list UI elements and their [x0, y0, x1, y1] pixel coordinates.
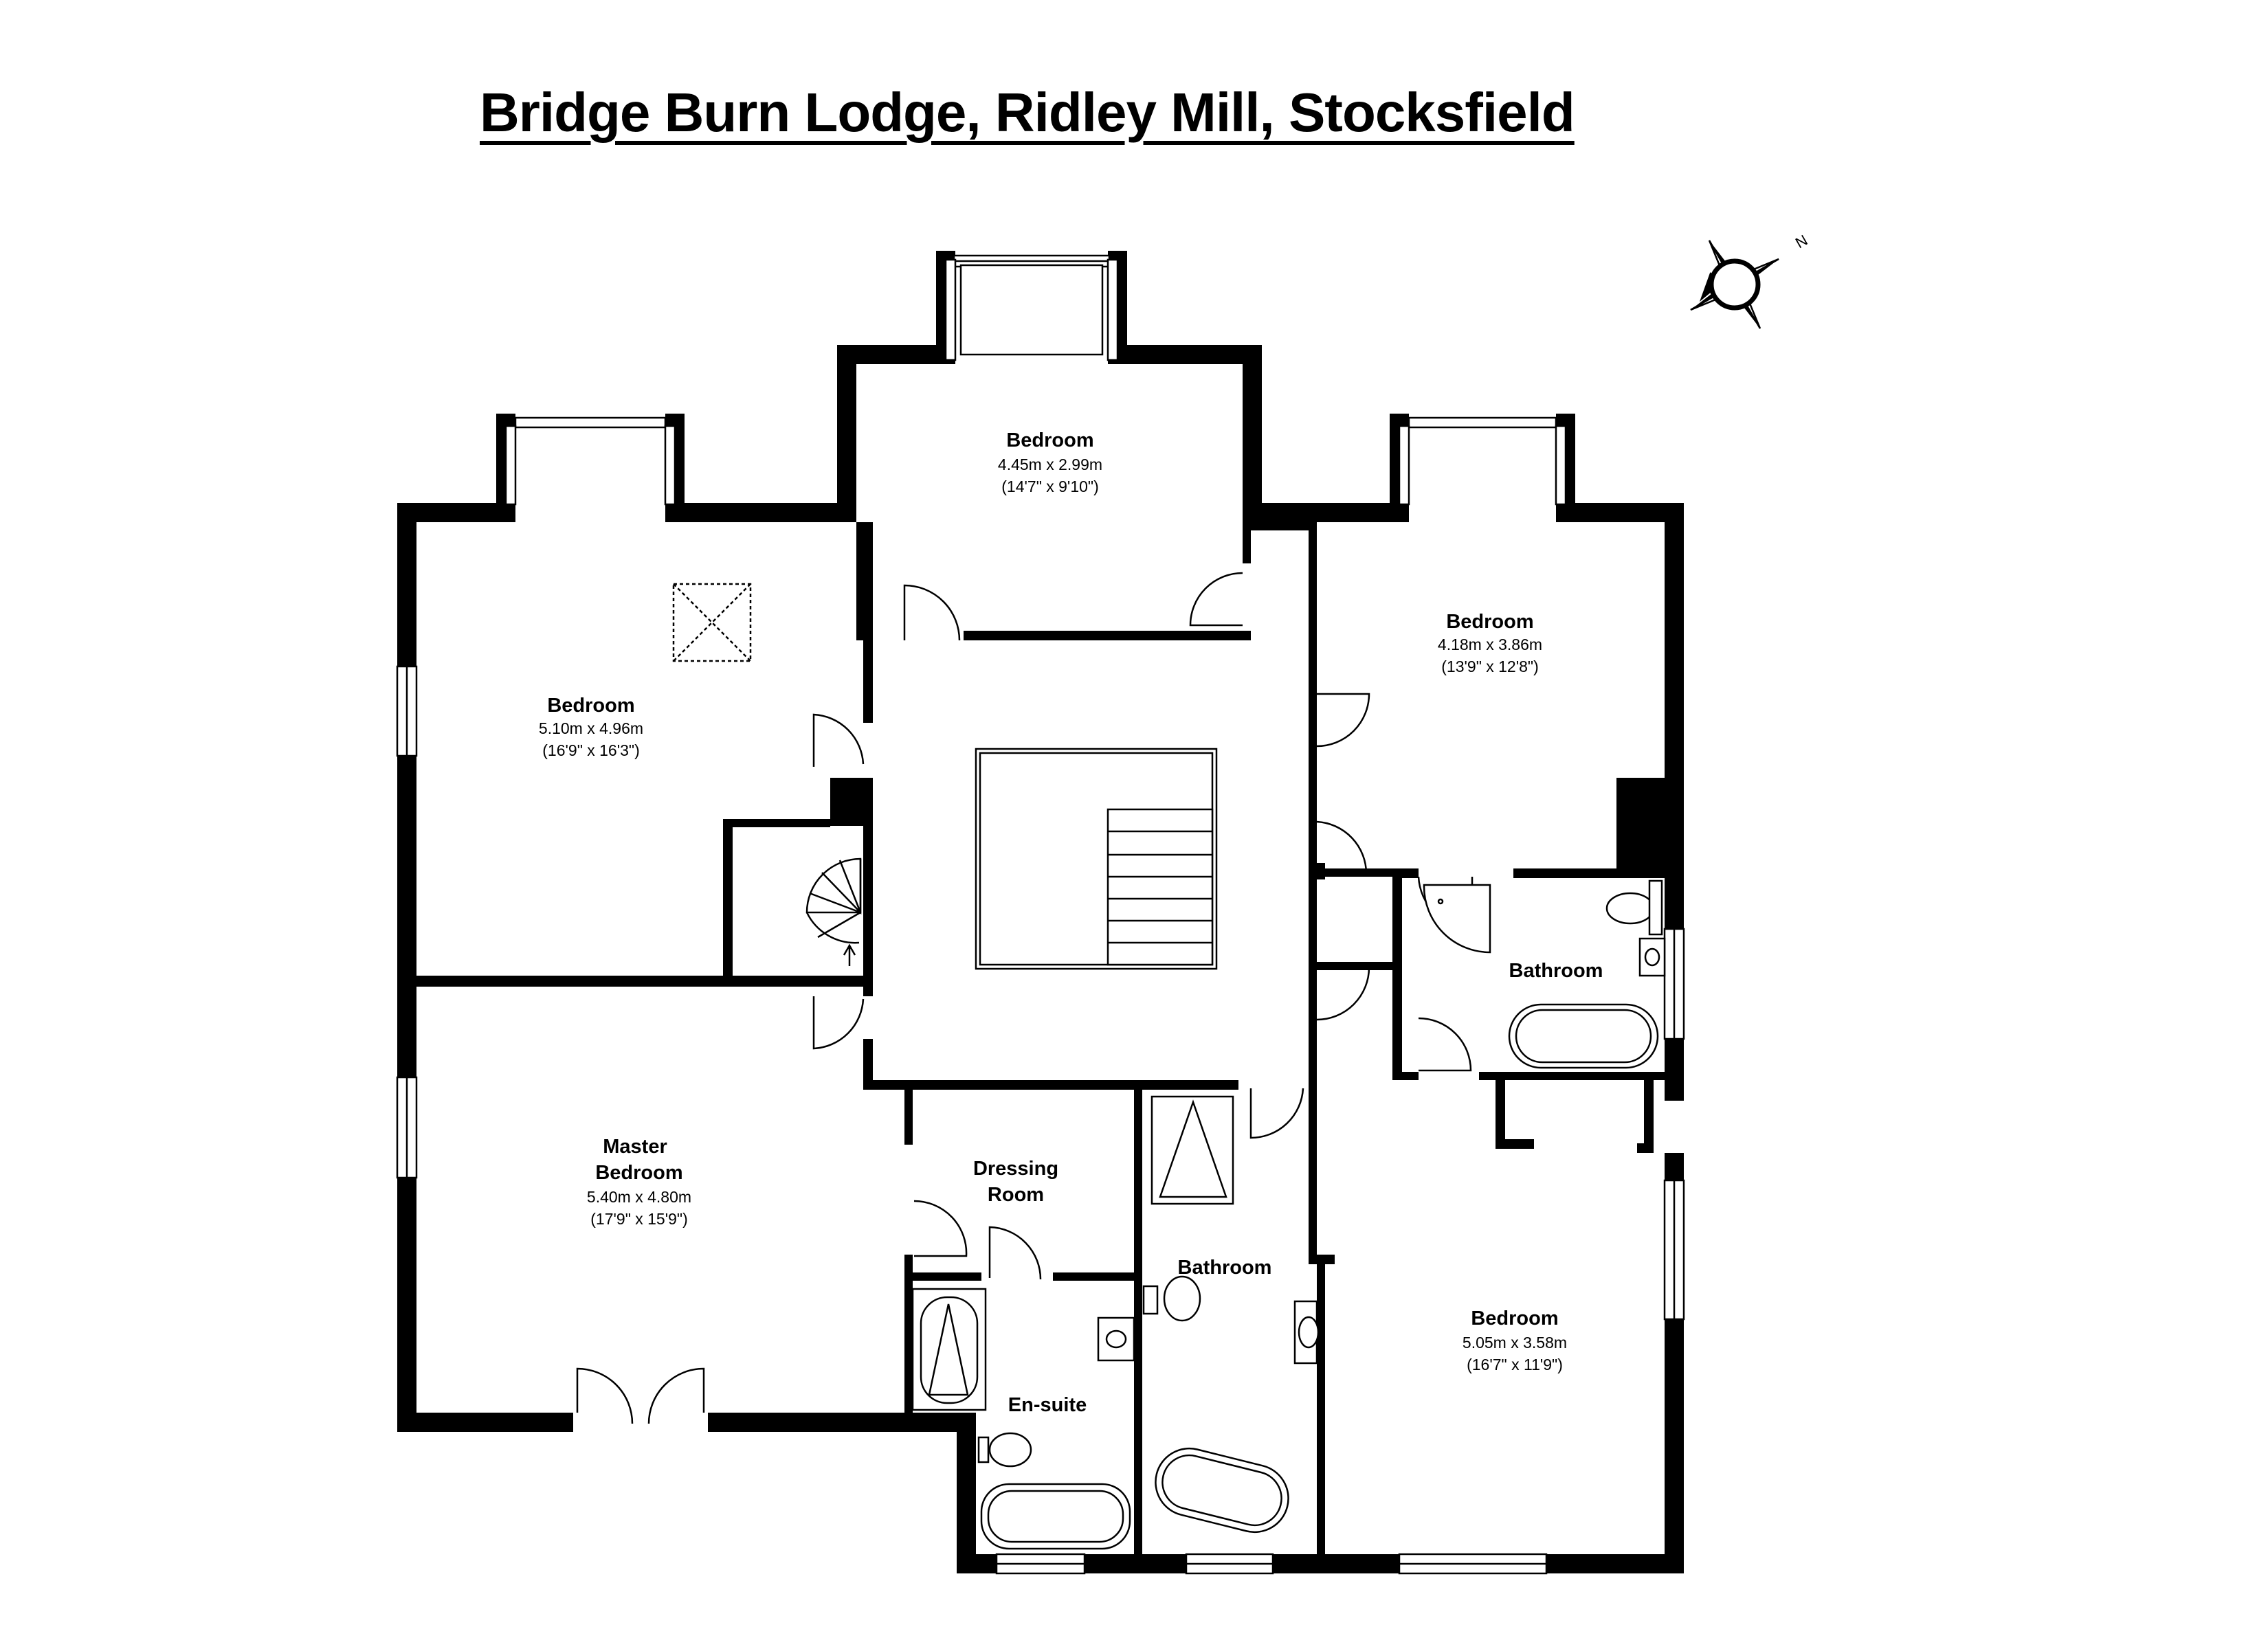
- room-bedroom-west: Bedroom 5.10m x 4.96m (16'9" x 16'3"): [539, 695, 643, 759]
- room-bedroom-north: Bedroom 4.45m x 2.99m (14'7" x 9'10"): [998, 429, 1102, 495]
- toilet-icon: [1163, 1275, 1201, 1322]
- room-name: Bedroom: [1471, 1308, 1558, 1330]
- room-dimensions-imperial: (17'9" x 15'9"): [590, 1210, 687, 1228]
- room-dimensions-imperial: (16'9" x 16'3"): [542, 741, 639, 759]
- room-name-line2: Room: [988, 1184, 1044, 1206]
- room-dimensions-imperial: (14'7" x 9'10"): [1001, 478, 1098, 495]
- room-name: Bathroom: [1178, 1257, 1272, 1279]
- bathroom-east-fixtures: [1423, 879, 1666, 1069]
- en-suite-fixtures: [911, 1288, 1135, 1550]
- room-bathroom-east: Bathroom: [1509, 960, 1603, 982]
- room-master-bedroom: Master Bedroom 5.40m x 4.80m (17'9" x 15…: [587, 1136, 691, 1228]
- room-dressing-room: Dressing Room: [973, 1158, 1058, 1206]
- plan-title: Bridge Burn Lodge, Ridley Mill, Stocksfi…: [480, 82, 1575, 143]
- toilet-icon: [988, 1432, 1032, 1468]
- room-dimensions-imperial: (13'9" x 12'8"): [1441, 658, 1538, 675]
- main-staircase: [975, 748, 1218, 970]
- room-dimensions-metric: 5.10m x 4.96m: [539, 719, 643, 737]
- compass-rose: N: [1690, 232, 1810, 329]
- room-name: Bedroom: [1006, 429, 1093, 451]
- windows: [396, 254, 1685, 1575]
- room-name-line2: Bedroom: [595, 1162, 682, 1184]
- room-dimensions-imperial: (16'7" x 11'9"): [1467, 1356, 1563, 1373]
- doors: [576, 572, 1474, 1424]
- exterior-walls: [397, 251, 1684, 1573]
- skylight: [672, 583, 752, 662]
- spiral-staircase: [805, 857, 862, 966]
- room-name: Bedroom: [547, 695, 634, 717]
- room-dimensions-metric: 4.18m x 3.86m: [1438, 636, 1542, 653]
- room-name: En-suite: [1008, 1394, 1087, 1416]
- interior-walls: [416, 522, 1666, 1561]
- toilet-icon: [1605, 892, 1655, 925]
- room-dimensions-metric: 5.40m x 4.80m: [587, 1188, 691, 1206]
- room-bathroom-south: Bathroom: [1178, 1257, 1272, 1279]
- room-dimensions-metric: 4.45m x 2.99m: [998, 456, 1102, 473]
- room-dimensions-metric: 5.05m x 3.58m: [1463, 1334, 1567, 1351]
- room-name-line1: Master: [603, 1136, 667, 1158]
- room-en-suite: En-suite: [1008, 1394, 1087, 1416]
- compass-north-label: N: [1792, 232, 1810, 252]
- room-name: Bedroom: [1446, 611, 1533, 633]
- room-bedroom-south-east: Bedroom 5.05m x 3.58m (16'7" x 11'9"): [1463, 1308, 1567, 1373]
- bathroom-south-fixtures: [1142, 1095, 1320, 1534]
- room-bedroom-east: Bedroom 4.18m x 3.86m (13'9" x 12'8"): [1438, 611, 1542, 675]
- room-name: Bathroom: [1509, 960, 1603, 982]
- room-name-line1: Dressing: [973, 1158, 1058, 1180]
- shower-icon: [1150, 1095, 1234, 1205]
